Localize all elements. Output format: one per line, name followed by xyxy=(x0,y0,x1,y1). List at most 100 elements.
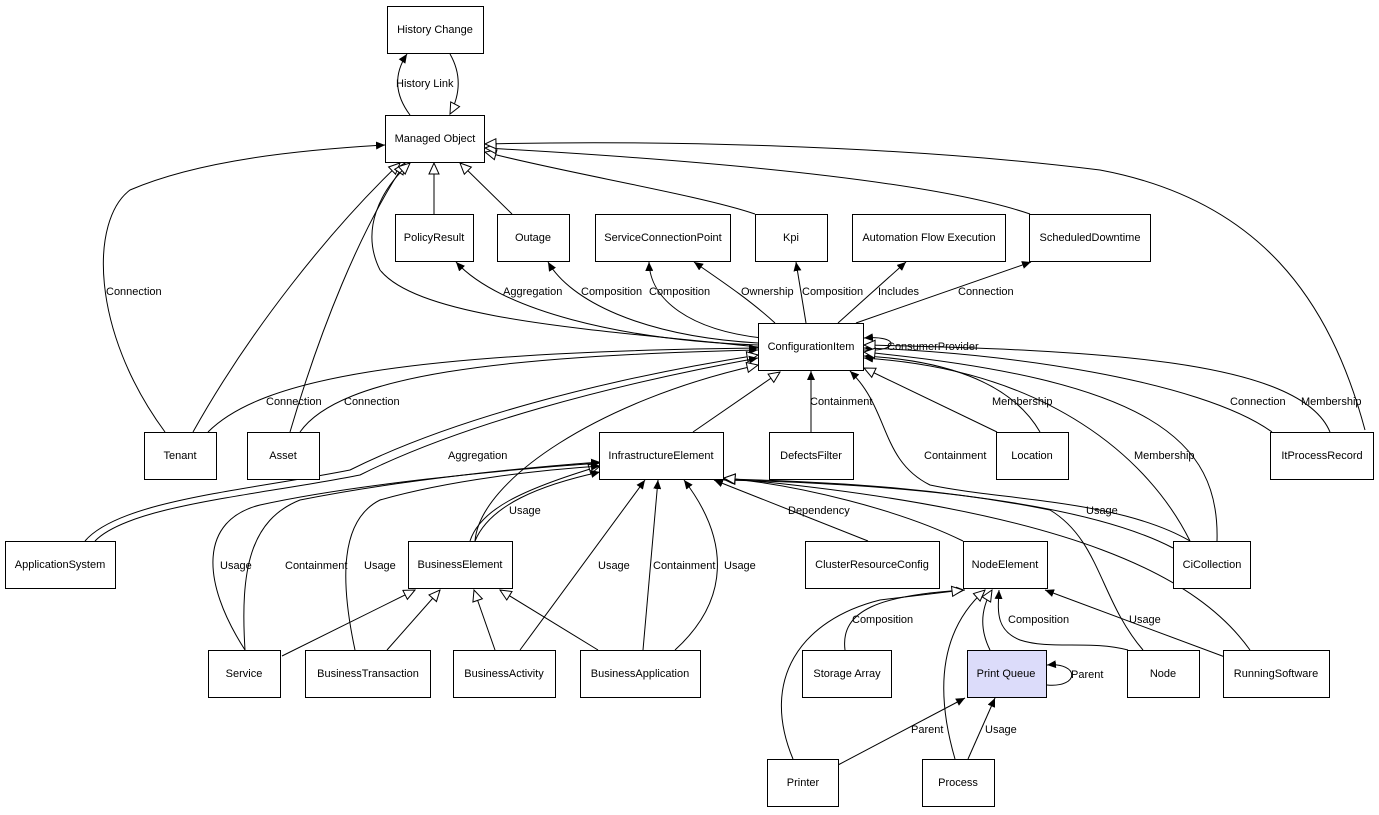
node-business-activity[interactable]: BusinessActivity xyxy=(453,650,556,698)
node-outage[interactable]: Outage xyxy=(497,214,570,262)
node-business-element[interactable]: BusinessElement xyxy=(408,541,513,589)
node-policy-result[interactable]: PolicyResult xyxy=(395,214,474,262)
edge-pq-self-parent xyxy=(1046,660,1073,686)
edge-bapp-ie-usage xyxy=(674,479,718,651)
node-business-transaction[interactable]: BusinessTransaction xyxy=(305,650,431,698)
node-scheduled-downtime[interactable]: ScheduledDowntime xyxy=(1029,214,1151,262)
node-label: PolicyResult xyxy=(404,232,465,244)
edge-pq-ne xyxy=(983,590,992,651)
edge-ci-kpi-composition xyxy=(793,261,807,324)
edge-label: Containment xyxy=(924,450,986,462)
node-service[interactable]: Service xyxy=(208,650,281,698)
edge-history-link xyxy=(397,53,411,116)
node-infrastructure-element[interactable]: InfrastructureElement xyxy=(599,432,724,480)
node-managed-object[interactable]: Managed Object xyxy=(385,115,485,163)
edge-ci-outage xyxy=(547,261,759,344)
edge-location-ci-membership xyxy=(863,352,1041,433)
edge-label: Connection xyxy=(344,396,400,408)
edge-appsys-ci-aggregation xyxy=(94,355,759,542)
node-label: Kpi xyxy=(783,232,799,244)
node-label: Location xyxy=(1011,450,1053,462)
edge-label: Ownership xyxy=(741,286,794,298)
node-label: ClusterResourceConfig xyxy=(815,559,929,571)
edge-ie-ci xyxy=(692,372,780,433)
node-label: Service xyxy=(226,668,263,680)
edge-printer-pq-parent xyxy=(837,697,966,766)
edge-history-generalization xyxy=(450,53,458,114)
node-process[interactable]: Process xyxy=(922,759,995,807)
node-printer[interactable]: Printer xyxy=(767,759,839,807)
node-service-connection-point[interactable]: ServiceConnectionPoint xyxy=(595,214,731,262)
node-automation-flow-execution[interactable]: Automation Flow Execution xyxy=(852,214,1006,262)
edge-sd-mo xyxy=(485,148,1031,215)
node-tenant[interactable]: Tenant xyxy=(144,432,217,480)
node-print-queue[interactable]: Print Queue xyxy=(967,650,1047,698)
node-business-application[interactable]: BusinessApplication xyxy=(580,650,701,698)
edge-label: Usage xyxy=(1086,505,1118,517)
node-cluster-resource-config[interactable]: ClusterResourceConfig xyxy=(805,541,940,589)
node-kpi[interactable]: Kpi xyxy=(755,214,828,262)
edge-ba-ie-usage xyxy=(519,479,646,651)
node-label: ServiceConnectionPoint xyxy=(604,232,721,244)
edge-asset-mo xyxy=(289,163,405,433)
edge-label: Aggregation xyxy=(503,286,562,298)
edge-service-ie-containment xyxy=(243,458,601,651)
edge-itpr-ci-connection xyxy=(863,344,1273,433)
edge-ci-scp xyxy=(645,261,763,339)
edge-label: Membership xyxy=(992,396,1053,408)
node-label: BusinessApplication xyxy=(591,668,689,680)
edge-bt-ie-usage xyxy=(345,462,601,651)
edge-label: ConsumerProvider xyxy=(887,341,979,353)
edge-label: Usage xyxy=(724,560,756,572)
node-storage-array[interactable]: Storage Array xyxy=(802,650,892,698)
edge-be-ie-gen xyxy=(469,466,600,542)
edge-label: Containment xyxy=(285,560,347,572)
node-application-system[interactable]: ApplicationSystem xyxy=(5,541,116,589)
edge-label: Aggregation xyxy=(448,450,507,462)
edge-label: Dependency xyxy=(788,505,850,517)
edge-appsys-ci-gen xyxy=(84,355,758,542)
node-running-software[interactable]: RunningSoftware xyxy=(1223,650,1330,698)
node-history-change[interactable]: History Change xyxy=(387,6,484,54)
edge-label: Composition xyxy=(852,614,913,626)
edge-rs-ie-gen xyxy=(724,478,1251,651)
edge-tenant-mo-connection xyxy=(102,141,386,433)
node-asset[interactable]: Asset xyxy=(247,432,320,480)
node-label: BusinessActivity xyxy=(464,668,544,680)
node-node-element[interactable]: NodeElement xyxy=(963,541,1048,589)
edge-kpi-mo xyxy=(485,152,756,215)
node-ci-collection[interactable]: CiCollection xyxy=(1173,541,1251,589)
node-label: ScheduledDowntime xyxy=(1040,232,1141,244)
edge-label: Connection xyxy=(1230,396,1286,408)
edge-be-ie-usage xyxy=(474,469,601,542)
node-configuration-item[interactable]: ConfigurationItem xyxy=(758,323,864,371)
edge-printer-ne xyxy=(780,590,963,760)
node-label: BusinessElement xyxy=(418,559,503,571)
edge-ba-be xyxy=(474,590,496,651)
node-label: ConfigurationItem xyxy=(768,341,855,353)
node-label: Managed Object xyxy=(395,133,476,145)
node-label: Tenant xyxy=(163,450,196,462)
node-defects-filter[interactable]: DefectsFilter xyxy=(769,432,854,480)
node-label: Process xyxy=(938,777,978,789)
edge-process-pq-usage xyxy=(967,697,996,760)
edge-label: Parent xyxy=(911,724,943,736)
node-it-process-record[interactable]: ItProcessRecord xyxy=(1270,432,1374,480)
edge-label: Includes xyxy=(878,286,919,298)
edge-bapp-ie-containment xyxy=(642,479,662,651)
edge-label: Connection xyxy=(106,286,162,298)
edges xyxy=(84,53,1366,766)
edge-label: Composition xyxy=(581,286,642,298)
edge-cicoll-ci-membership xyxy=(863,354,1191,542)
edge-ci-mo xyxy=(371,163,759,348)
node-node[interactable]: Node xyxy=(1127,650,1200,698)
edge-crc-ie-dependency xyxy=(713,479,869,542)
edge-label: History Link xyxy=(396,78,454,90)
node-location[interactable]: Location xyxy=(996,432,1069,480)
edge-itpr-mo xyxy=(485,143,1366,431)
node-label: History Change xyxy=(397,24,473,36)
node-label: Storage Array xyxy=(813,668,881,680)
edge-itpr-ci-membership xyxy=(864,345,1331,433)
edge-label: Usage xyxy=(364,560,396,572)
